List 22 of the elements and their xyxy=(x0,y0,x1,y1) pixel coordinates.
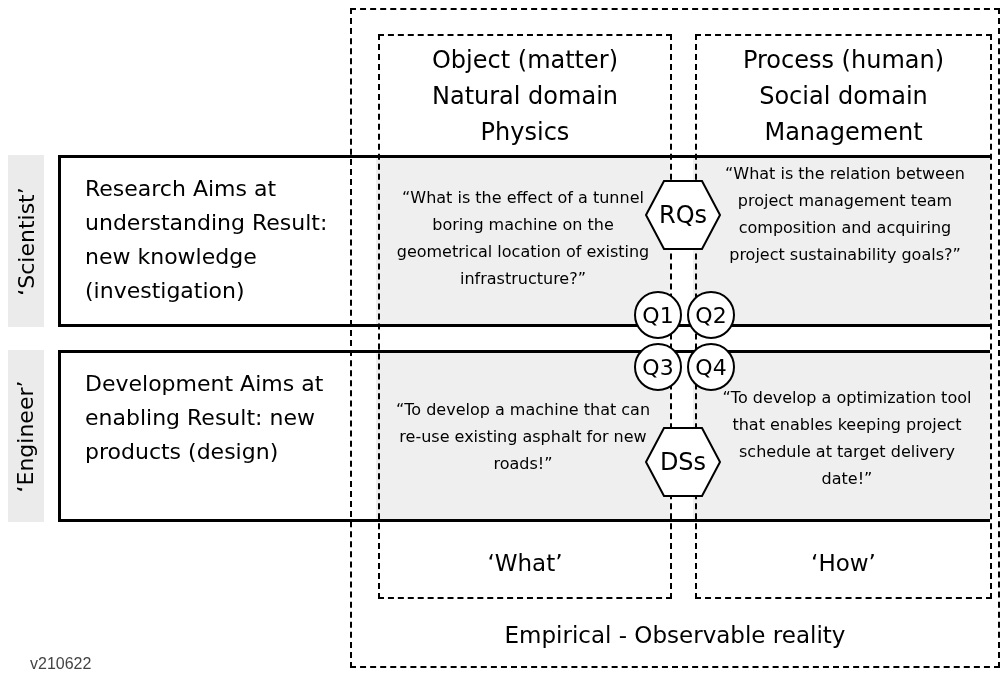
example-quote: “To develop a optimization tool that enables keeping project schedule at target delivery date!” xyxy=(721,387,973,490)
role-tab: ‘Scientist’ xyxy=(8,155,44,327)
row-description: Research Aims at understanding Result: new knowledge (investigation) xyxy=(85,175,329,305)
example-quote: “What is the effect of a tunnel boring machine on the geometrical location of existing infrastructure?” xyxy=(395,187,651,290)
hexagon-label: RQs xyxy=(658,200,708,231)
circle-label: Q4 xyxy=(695,353,727,382)
circle-label: Q1 xyxy=(642,301,674,330)
example-quote: “To develop a machine that can re-use existing asphalt for new roads!” xyxy=(394,399,652,475)
row-box xyxy=(58,350,990,522)
row-description: Development Aims at enabling Result: new products (design) xyxy=(85,370,325,466)
role-tab: ‘Engineer’ xyxy=(8,350,44,522)
column-heading: Object (matter) Natural domain Physics xyxy=(430,45,620,148)
version-note: v210622 xyxy=(30,654,93,673)
column-footer: ‘What’ xyxy=(380,546,670,581)
row-box xyxy=(58,155,990,327)
column-heading: Process (human) Social domain Management xyxy=(741,45,946,148)
example-quote: “What is the relation between project management team composition and acquiring project sustainability goals?” xyxy=(724,163,966,266)
hexagon-label: DSs xyxy=(659,447,707,478)
circle-label: Q3 xyxy=(642,353,674,382)
column-footer: ‘How’ xyxy=(697,546,990,581)
region-label: Empirical - Observable reality xyxy=(503,620,847,650)
circle-label: Q2 xyxy=(695,301,727,330)
